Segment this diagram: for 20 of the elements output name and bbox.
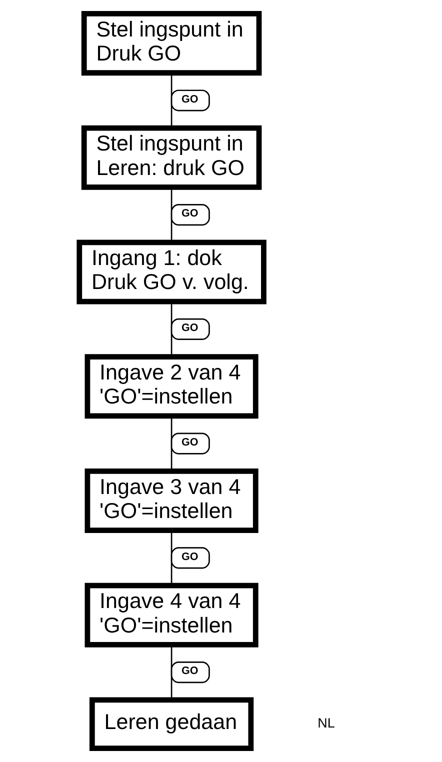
edge-label: GO — [182, 93, 198, 106]
node-box: Ingave 4 van 4 'GO'=instellen — [84, 582, 258, 648]
connector — [170, 188, 172, 242]
edge-label: GO — [182, 208, 198, 220]
connector — [170, 416, 172, 472]
node-box: Leren gedaan — [89, 697, 254, 752]
edge-label: GO — [182, 665, 198, 678]
node-box: Ingave 3 van 4 'GO'=instellen — [84, 468, 258, 534]
node-box: Ingave 2 van 4 'GO'=instellen — [84, 354, 258, 419]
connector — [170, 644, 172, 700]
label: NL — [318, 715, 335, 730]
node-box: Stel ingspunt in Druk GO — [81, 10, 262, 76]
node-box: Stel ingspunt in Leren: druk GO — [81, 125, 262, 190]
edge-label: GO — [182, 436, 198, 448]
edge-label: GO — [182, 322, 198, 334]
edge-label: GO — [182, 550, 198, 563]
connector — [170, 302, 172, 357]
connector — [170, 73, 172, 128]
connector — [170, 530, 172, 586]
node-box: Ingang 1: dok Druk GO v. volg. — [76, 240, 266, 304]
